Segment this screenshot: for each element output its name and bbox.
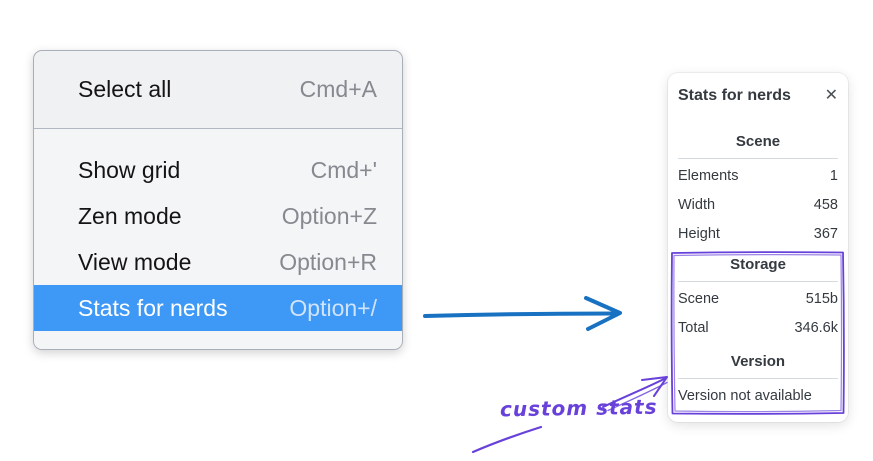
menu-item-show-grid[interactable]: Show grid Cmd+' <box>34 147 402 193</box>
menu-item-label: Zen mode <box>78 202 182 229</box>
menu-divider <box>34 128 402 129</box>
section-divider <box>678 158 838 159</box>
blue-arrow-shaft <box>423 311 616 318</box>
context-menu: Select all Cmd+A Show grid Cmd+' Zen mod… <box>33 50 403 350</box>
section-heading-scene: Scene <box>735 133 781 150</box>
purple-arrow-shaft-2 <box>607 381 668 412</box>
stat-label: Height <box>678 225 720 242</box>
stat-row-elements: Elements 1 <box>678 161 838 190</box>
blue-arrow-head <box>584 296 622 331</box>
menu-item-label: Stats for nerds <box>78 294 228 321</box>
purple-arrow-head <box>641 376 668 397</box>
stat-row-width: Width 458 <box>678 190 838 219</box>
menu-item-shortcut: Cmd+A <box>299 75 377 102</box>
annotation-custom-stats-label: custom stats <box>499 394 658 422</box>
blue-arrow <box>423 296 622 331</box>
section-heading-storage: Storage <box>730 256 786 273</box>
section-divider <box>678 281 838 282</box>
section-heading-version: Version <box>730 353 786 370</box>
menu-item-label: View mode <box>78 248 192 275</box>
stat-row-scene-storage: Scene 515b <box>678 284 838 313</box>
menu-item-select-all[interactable]: Select all Cmd+A <box>34 66 402 112</box>
purple-annotation-arrow <box>602 376 668 412</box>
menu-item-label: Select all <box>78 75 172 102</box>
version-note-text: Version not available <box>678 387 812 404</box>
version-note: Version not available <box>678 381 838 410</box>
menu-item-label: Show grid <box>78 156 181 183</box>
stat-row-height: Height 367 <box>678 219 838 248</box>
menu-item-view-mode[interactable]: View mode Option+R <box>34 239 402 285</box>
stat-label: Elements <box>678 167 739 184</box>
context-menu-section-bottom: Show grid Cmd+' Zen mode Option+Z View m… <box>34 129 402 349</box>
stats-panel-header: Stats for nerds ✕ <box>678 85 838 107</box>
stat-value: 367 <box>813 225 838 242</box>
stat-row-total-storage: Total 346.6k <box>678 313 838 342</box>
stat-value: 1 <box>829 167 838 184</box>
close-icon[interactable]: ✕ <box>824 87 838 104</box>
menu-item-shortcut: Option+R <box>279 248 377 275</box>
stat-value: 346.6k <box>794 319 838 336</box>
menu-item-shortcut: Cmd+' <box>310 156 377 183</box>
context-menu-section-top: Select all Cmd+A <box>34 51 402 128</box>
stat-value: 515b <box>805 290 838 307</box>
stat-value: 458 <box>813 196 838 213</box>
stats-panel-title: Stats for nerds <box>678 87 791 104</box>
purple-arrow-shaft-1 <box>602 378 665 408</box>
menu-item-shortcut: Option+/ <box>289 294 377 321</box>
stat-label: Width <box>678 196 716 213</box>
menu-item-shortcut: Option+Z <box>281 202 377 229</box>
menu-item-stats-for-nerds[interactable]: Stats for nerds Option+/ <box>34 285 402 331</box>
purple-underline-stroke <box>471 425 543 454</box>
stats-panel: Stats for nerds ✕ Scene Elements 1 Width… <box>668 73 848 422</box>
stat-label: Total <box>678 319 709 336</box>
menu-item-zen-mode[interactable]: Zen mode Option+Z <box>34 193 402 239</box>
stat-label: Scene <box>678 290 720 307</box>
section-divider <box>678 378 838 379</box>
